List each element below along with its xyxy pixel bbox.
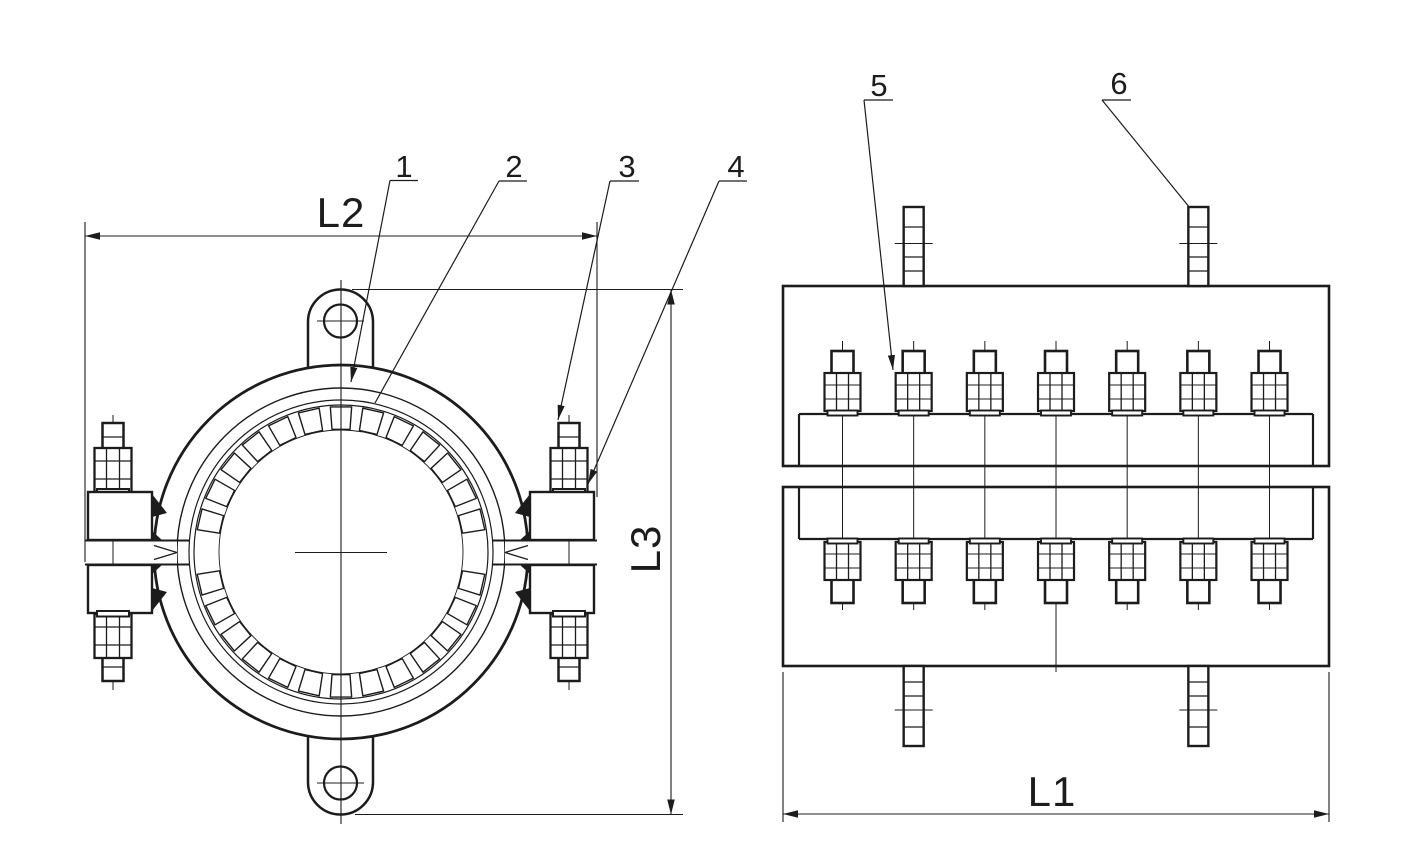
callout-1-label: 1 [395,149,412,184]
welded-pins [894,205,1218,748]
callout-2-label: 2 [505,149,522,184]
callout-3-label: 3 [618,149,635,184]
callout-6: 6 [1110,66,1127,101]
dimension-L3-label: L3 [622,525,669,574]
dimension-L2-lines [84,222,598,562]
callout-6-label: 6 [1110,66,1127,101]
front-view-bolt-assemblies [86,415,596,690]
dimension-L2: L2 [84,189,598,562]
callout-4: 4 [727,149,744,184]
front-view-centerlines [295,280,387,824]
dimension-L1-lines [782,672,1330,822]
dimension-L1: L1 [782,672,1330,822]
callout-4-label: 4 [727,149,744,184]
front-view-clamp-section [85,280,597,824]
dimension-L3: L3 [352,288,683,816]
callout-5: 5 [870,68,887,103]
dimension-L1-label: L1 [1028,768,1077,815]
side-view-clamp [781,205,1331,748]
callout-5-label: 5 [870,68,887,103]
liner-teeth [196,406,486,698]
dimension-L2-label: L2 [317,189,366,236]
part-callouts: 1 2 3 4 5 6 [350,66,1191,485]
callout-1: 1 [395,149,412,184]
dimension-L3-lines [352,288,683,816]
callout-leader-lines [350,99,1191,485]
callout-2: 2 [505,149,522,184]
callout-3: 3 [618,149,635,184]
side-view-bolts [823,341,1289,672]
